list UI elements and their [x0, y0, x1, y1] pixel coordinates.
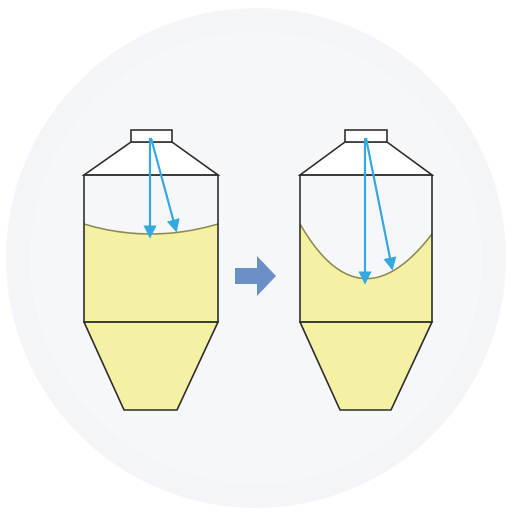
left-silo-hopper — [82, 321, 220, 411]
silo-icon — [297, 129, 435, 411]
right-silo-hopper — [298, 321, 434, 411]
left-hopper-material — [84, 322, 218, 410]
arrow-down-icon — [364, 137, 397, 271]
silo-icon — [81, 129, 221, 411]
right-hopper-material — [300, 322, 432, 410]
left-cylinder-material — [84, 224, 218, 322]
right-cylinder-material — [300, 224, 432, 322]
arrow-down-icon — [149, 137, 180, 233]
arrow-right-icon — [235, 256, 276, 296]
